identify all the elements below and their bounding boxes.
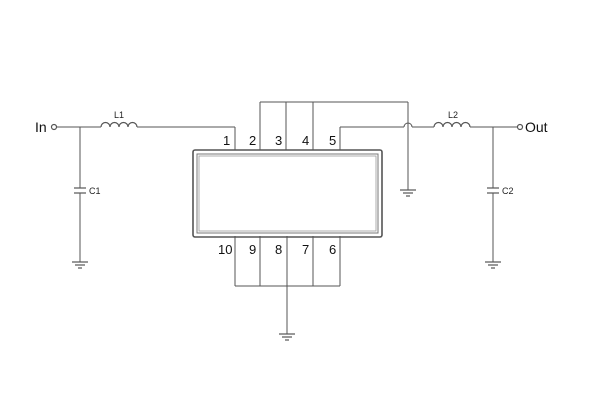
ground-icon-c1 [72,261,88,269]
l2-label: L2 [448,110,458,120]
input-terminal [50,123,58,131]
inductor-l1 [100,121,138,128]
ground-icon-bottom [279,333,295,341]
wire-crossover-hop [403,122,413,128]
pin-label-2: 2 [249,133,256,148]
pin-label-7: 7 [302,242,309,257]
pin-label-10: 10 [218,242,232,257]
output-port-label: Out [525,119,548,135]
inductor-l2 [433,121,471,128]
c1-label: C1 [89,186,101,196]
input-port-label: In [35,119,47,135]
ic-body [192,149,383,238]
output-terminal [516,123,524,131]
pin-label-3: 3 [275,133,282,148]
pin-label-8: 8 [275,242,282,257]
ground-icon-c2 [485,261,501,269]
pin-label-5: 5 [329,133,336,148]
l1-label: L1 [114,110,124,120]
pin-label-1: 1 [223,133,230,148]
pin-label-6: 6 [329,242,336,257]
pin-label-9: 9 [249,242,256,257]
c2-label: C2 [502,186,514,196]
ground-icon-top [400,189,416,197]
pin-label-4: 4 [302,133,309,148]
